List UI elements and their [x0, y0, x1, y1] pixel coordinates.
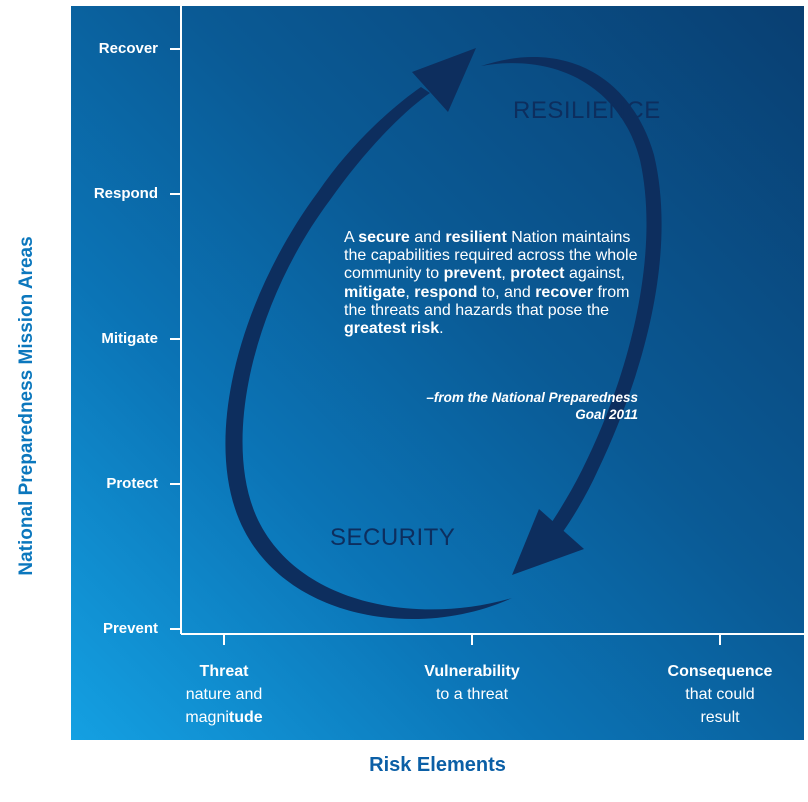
- arrow-head-bottom: [512, 509, 584, 575]
- goal-quote: A secure and resilient Nation maintains …: [344, 229, 649, 338]
- x-category-vulnerability: Vulnerability to a threat: [397, 660, 547, 706]
- quote-part: A: [344, 229, 359, 246]
- attribution-line-1: –from the National Preparedness: [426, 390, 638, 405]
- y-tick-label-mitigate: Mitigate: [101, 330, 158, 347]
- x-category-consequence-desc1: that could: [685, 686, 755, 703]
- quote-secure: secure: [358, 229, 410, 246]
- x-category-threat-desc1: nature and: [185, 686, 263, 703]
- attribution-line-2: Goal 2011: [575, 407, 638, 422]
- y-tick-label-recover: Recover: [98, 40, 158, 57]
- quote-resilient: resilient: [445, 229, 507, 246]
- quote-respond: respond: [414, 283, 478, 301]
- quote-protect: protect: [510, 265, 565, 283]
- resilience-label: RESILIENCE: [513, 97, 661, 124]
- quote-part: from the threats and hazards that pose t…: [344, 283, 630, 319]
- quote-part: and: [409, 229, 446, 246]
- x-category-vulnerability-title: Vulnerability: [424, 663, 520, 680]
- arrow-head-top: [412, 48, 476, 112]
- y-tick-label-prevent: Prevent: [102, 620, 158, 637]
- x-category-consequence-title: Consequence: [667, 663, 773, 680]
- x-category-threat-desc2a: magni: [185, 709, 229, 726]
- x-category-threat: Threat nature and magnitude: [149, 660, 299, 729]
- quote-part: .: [439, 320, 444, 338]
- x-category-threat-title: Threat: [199, 663, 249, 680]
- quote-mitigate: mitigate: [344, 283, 406, 301]
- quote-part: to, and: [477, 283, 536, 301]
- quote-part: ,: [501, 265, 511, 283]
- arrow-right-arc: [481, 57, 662, 537]
- quote-greatest-risk: greatest risk: [344, 320, 440, 338]
- y-tick-label-protect: Protect: [106, 475, 158, 492]
- quote-prevent: prevent: [443, 265, 502, 283]
- y-tick-label-respond: Respond: [93, 185, 158, 202]
- quote-part: against,: [564, 265, 625, 283]
- quote-part: ,: [405, 283, 415, 301]
- quote-recover: recover: [535, 283, 594, 301]
- quote-part: Nation maintains the capabilities requir…: [344, 229, 638, 283]
- x-category-threat-desc2b: tude: [228, 709, 263, 726]
- y-axis-title: National Preparedness Mission Areas: [16, 236, 37, 576]
- x-category-consequence-desc2: result: [700, 709, 740, 726]
- security-label: SECURITY: [330, 524, 456, 551]
- x-axis-title: Risk Elements: [369, 754, 506, 776]
- quote-attribution: –from the National Preparedness Goal 201…: [330, 389, 638, 423]
- x-category-vulnerability-desc: to a threat: [435, 686, 509, 703]
- x-category-consequence: Consequence that could result: [645, 660, 795, 729]
